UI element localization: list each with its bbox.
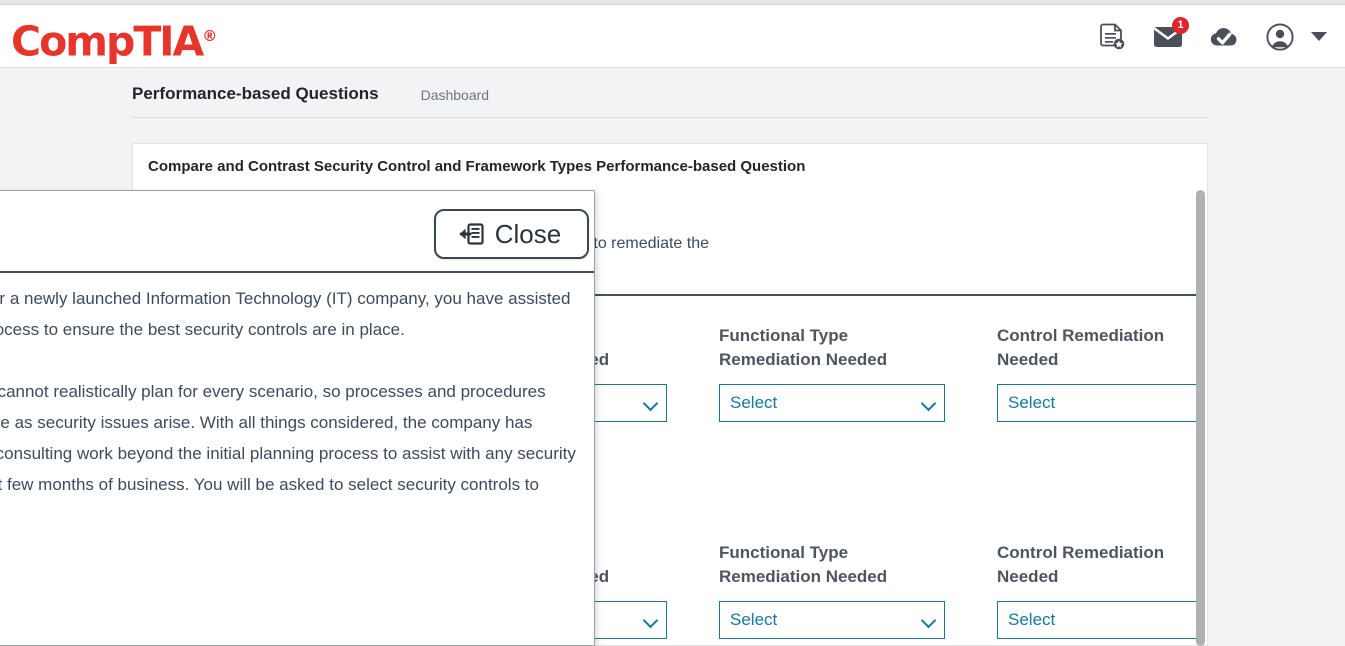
column-header: Control Remediation Needed <box>997 541 1197 589</box>
column-header: Functional Type Remediation Needed <box>719 541 945 589</box>
scenario-modal-divider <box>0 271 594 273</box>
close-window-icon <box>458 220 486 248</box>
column-header-line-2: Needed <box>997 350 1059 369</box>
user-account-icon[interactable] <box>1265 22 1295 52</box>
tab-performance-based-questions[interactable]: Performance-based Questions <box>132 84 379 103</box>
select-value: Select <box>1008 610 1056 629</box>
chevron-down-icon <box>642 395 659 412</box>
question-title: Compare and Contrast Security Control an… <box>148 158 806 175</box>
column-control-remediation: Control Remediation Needed Select <box>997 541 1197 639</box>
column-header-line-1: Control Remediation <box>997 326 1165 345</box>
browser-chrome-strip <box>0 0 1345 5</box>
close-button[interactable]: Close <box>434 209 589 259</box>
column-functional-type: Functional Type Remediation Needed Selec… <box>719 324 945 422</box>
registered-mark: ® <box>202 27 218 45</box>
site-header: CompTIA® 1 <box>0 5 1345 68</box>
control-remediation-select[interactable]: Select <box>997 384 1197 422</box>
comptia-logo[interactable]: CompTIA® <box>11 11 217 67</box>
column-header-line-2: Needed <box>997 567 1059 586</box>
chevron-down-icon <box>642 612 659 629</box>
scenario-modal-body: As a security consultant for a newly lau… <box>0 283 579 562</box>
chevron-down-icon <box>920 395 937 412</box>
select-value: Select <box>730 610 778 629</box>
column-header-line-1: Functional Type <box>719 543 849 562</box>
scenario-modal: Scenario Close As a security consultant … <box>0 190 595 646</box>
column-header-line-1: Control Remediation <box>997 543 1165 562</box>
functional-type-select[interactable]: Select <box>719 601 945 639</box>
column-header-line-2: Remediation Needed <box>719 350 888 369</box>
scenario-paragraph-2: However, an organization cannot realisti… <box>0 382 576 494</box>
column-functional-type: Functional Type Remediation Needed Selec… <box>719 541 945 639</box>
select-value: Select <box>730 393 778 412</box>
column-header-line-1: Functional Type <box>719 326 849 345</box>
document-star-icon[interactable] <box>1097 22 1127 52</box>
envelope-badge-count: 1 <box>1172 16 1189 34</box>
column-control-remediation: Control Remediation Needed Select <box>997 324 1197 422</box>
chevron-down-icon[interactable] <box>1311 32 1327 41</box>
tab-dashboard[interactable]: Dashboard <box>420 87 490 103</box>
scenario-paragraph-1: As a security consultant for a newly lau… <box>0 289 571 339</box>
control-remediation-select[interactable]: Select <box>997 601 1197 639</box>
vertical-scrollbar-track[interactable] <box>1196 190 1205 646</box>
cloud-check-icon[interactable] <box>1209 22 1239 52</box>
close-button-label: Close <box>494 218 562 249</box>
column-header: Functional Type Remediation Needed <box>719 324 945 372</box>
vertical-scrollbar-thumb[interactable] <box>1196 190 1205 646</box>
chevron-down-icon <box>920 612 937 629</box>
page-tab-bar: Performance-based Questions Dashboard <box>132 76 1208 118</box>
functional-type-select[interactable]: Select <box>719 384 945 422</box>
content-divider <box>141 294 1197 296</box>
column-header-line-2: Remediation Needed <box>719 567 888 586</box>
select-value: Select <box>1008 393 1056 412</box>
envelope-icon[interactable]: 1 <box>1153 16 1189 52</box>
column-header: Control Remediation Needed <box>997 324 1197 372</box>
header-icon-group: 1 <box>1097 5 1327 68</box>
comptia-logo-text: CompTIA <box>11 17 204 66</box>
